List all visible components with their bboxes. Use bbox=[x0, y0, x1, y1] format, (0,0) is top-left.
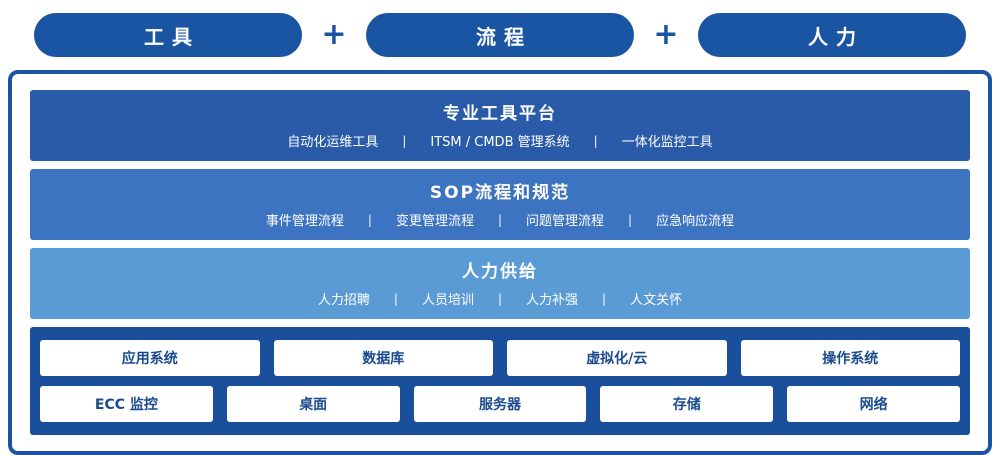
grid-box: 服务器 bbox=[413, 386, 587, 422]
band-item: 事件管理流程 bbox=[265, 214, 344, 229]
main-frame: 专业工具平台 自动化运维工具 | ITSM / CMDB 管理系统 | 一体化监… bbox=[8, 70, 992, 455]
grid-box: 应用系统 bbox=[40, 340, 260, 376]
grid-box: 虚拟化/云 bbox=[507, 340, 727, 376]
grid-box: 操作系统 bbox=[740, 340, 960, 376]
band-item: 人文关怀 bbox=[630, 293, 683, 308]
grid-box: 存储 bbox=[600, 386, 774, 422]
item-separator: | bbox=[393, 291, 398, 306]
band-title: 专业工具平台 bbox=[443, 104, 557, 124]
grid-row-1: 应用系统 数据库 虚拟化/云 操作系统 bbox=[40, 340, 960, 376]
header-pill-row: 工具 + 流程 + 人力 bbox=[0, 12, 1000, 58]
pill-process: 流程 bbox=[366, 13, 634, 57]
item-separator: | bbox=[497, 291, 503, 306]
band-title: 人力供给 bbox=[462, 262, 538, 282]
band-tools-platform: 专业工具平台 自动化运维工具 | ITSM / CMDB 管理系统 | 一体化监… bbox=[30, 90, 970, 161]
grid-box: 数据库 bbox=[273, 340, 493, 376]
pill-people: 人力 bbox=[698, 13, 966, 57]
band-infrastructure-grid: 应用系统 数据库 虚拟化/云 操作系统 ECC 监控 桌面 服务器 存储 网络 bbox=[30, 327, 970, 435]
band-items: 事件管理流程 | 变更管理流程 | 问题管理流程 | 应急响应流程 bbox=[30, 210, 970, 230]
band-item: 人员培训 bbox=[421, 293, 474, 308]
band-items: 人力招聘 | 人员培训 | 人力补强 | 人文关怀 bbox=[30, 289, 970, 309]
plus-icon: + bbox=[653, 17, 679, 52]
plus-icon: + bbox=[321, 17, 347, 52]
item-separator: | bbox=[497, 212, 503, 227]
band-item: 人力补强 bbox=[526, 293, 579, 308]
pill-tools-label: 工具 bbox=[144, 24, 200, 49]
band-item: ITSM / CMDB 管理系统 bbox=[430, 135, 570, 150]
item-separator: | bbox=[367, 212, 372, 227]
band-item: 问题管理流程 bbox=[526, 214, 605, 229]
band-items: 自动化运维工具 | ITSM / CMDB 管理系统 | 一体化监控工具 bbox=[30, 131, 970, 151]
grid-box: ECC 监控 bbox=[40, 386, 213, 422]
grid-box: 桌面 bbox=[226, 386, 400, 422]
band-item: 自动化运维工具 bbox=[287, 135, 379, 150]
band-item: 人力招聘 bbox=[317, 293, 370, 308]
band-sop-process: SOP流程和规范 事件管理流程 | 变更管理流程 | 问题管理流程 | 应急响应… bbox=[30, 169, 970, 240]
band-item: 变更管理流程 bbox=[395, 214, 474, 229]
grid-box: 网络 bbox=[787, 386, 960, 422]
pill-tools: 工具 bbox=[34, 13, 302, 57]
item-separator: | bbox=[628, 212, 633, 227]
item-separator: | bbox=[593, 133, 598, 148]
diagram-canvas: 工具 + 流程 + 人力 专业工具平台 自动化运维工具 | ITSM / CMD… bbox=[0, 12, 1000, 455]
item-separator: | bbox=[602, 291, 607, 306]
pill-process-label: 流程 bbox=[476, 24, 532, 49]
grid-row-2: ECC 监控 桌面 服务器 存储 网络 bbox=[40, 386, 960, 422]
pill-people-label: 人力 bbox=[808, 24, 864, 49]
item-separator: | bbox=[402, 133, 407, 148]
band-item: 一体化监控工具 bbox=[621, 135, 713, 150]
band-manpower-supply: 人力供给 人力招聘 | 人员培训 | 人力补强 | 人文关怀 bbox=[30, 248, 970, 319]
band-title: SOP流程和规范 bbox=[429, 183, 571, 203]
band-item: 应急响应流程 bbox=[656, 214, 735, 229]
